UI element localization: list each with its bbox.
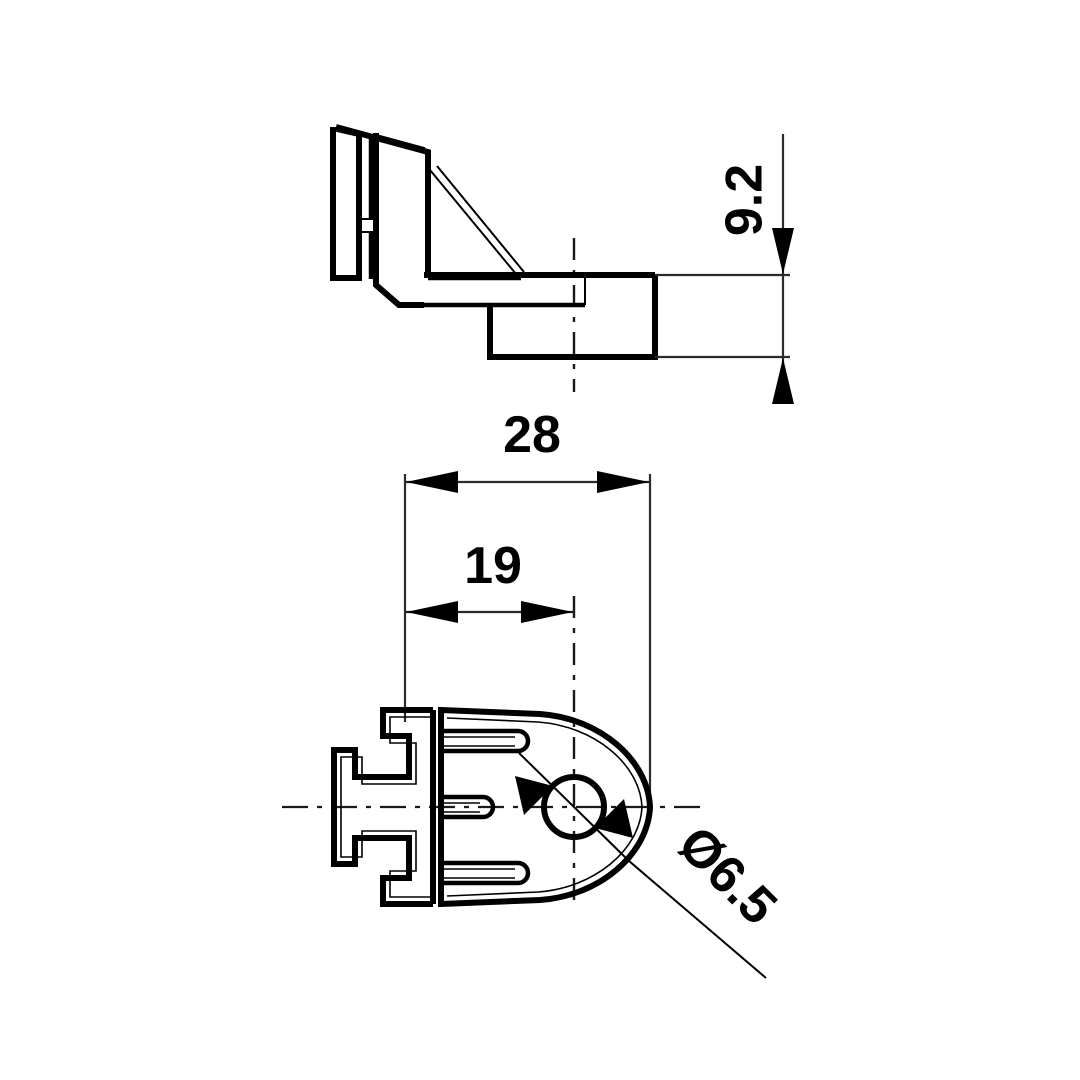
side-main-body-top-edge [335, 124, 431, 278]
plan-rib-upper-inner-lines [444, 736, 515, 747]
plan-mounting-hole [541, 774, 607, 840]
dim-overall-arrow-left [406, 471, 458, 493]
side-elevation-view: 9.2 [330, 124, 794, 404]
plan-rib-middle [438, 794, 496, 820]
plan-view: Ø6.5 [282, 596, 788, 979]
dim-hole-center-arrow-left [406, 601, 458, 623]
plan-t-stem-outline [331, 707, 433, 907]
dim-height-arrow-top [772, 228, 794, 274]
side-body-thin-top-line [376, 134, 426, 149]
dim-hole-center-arrow-right [521, 601, 573, 623]
plan-rib-upper [438, 728, 531, 754]
plan-rib-lower [438, 860, 531, 886]
dim-height-arrow-bottom [772, 358, 794, 404]
side-gusset-edge-outer [429, 169, 517, 275]
plan-rib-lower-inner-lines [444, 868, 515, 879]
side-back-plate-top-edge [335, 130, 363, 138]
dim-diameter-arrow-upper-left [515, 776, 553, 815]
plan-outer-body-inner-line [446, 717, 643, 897]
dim-diameter-arrow-lower-right [595, 799, 633, 838]
side-back-plate-outline [330, 127, 362, 281]
side-gusset-edge-inner [436, 165, 525, 273]
dim-diameter-leader-through-hole [518, 752, 630, 862]
dim-height-value: 9.2 [716, 164, 774, 236]
dim-hole-center-value: 19 [464, 537, 522, 595]
dim-hole-diameter-value: Ø6.5 [667, 815, 788, 936]
dim-overall-length-value: 28 [503, 406, 561, 464]
plan-t-stem-inner-line [340, 716, 430, 898]
dim-diameter-leader-tail [628, 860, 767, 979]
dim-overall-arrow-right [597, 471, 649, 493]
side-main-body-left-profile [373, 133, 424, 308]
plan-rib-middle-inner-lines [444, 802, 480, 813]
plan-view-dimension-group: 28 19 [403, 406, 652, 812]
side-boss-block-outline [487, 275, 658, 360]
plan-outer-body-outline [438, 706, 654, 908]
